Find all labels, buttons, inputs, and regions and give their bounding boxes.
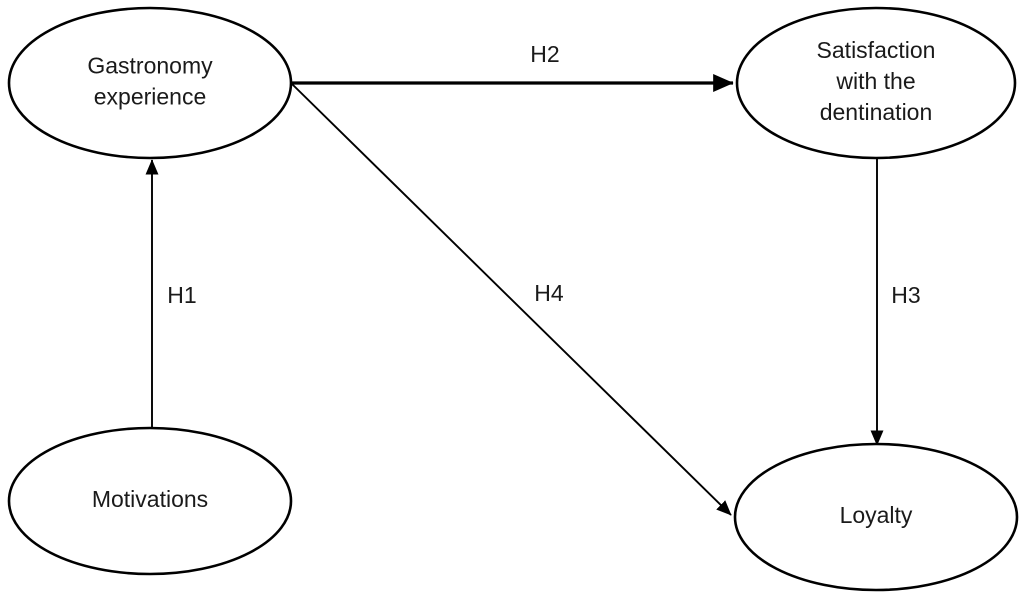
edge-h2-label: H2 <box>530 41 559 67</box>
edges-layer: H1 H2 H3 H4 <box>145 41 921 516</box>
node-motivations-shape[interactable] <box>7 426 293 576</box>
node-loyalty-shape[interactable] <box>733 442 1019 592</box>
node-satisfaction-with-the-dentination-shape[interactable] <box>735 6 1017 160</box>
edge-h2[interactable]: H2 <box>292 41 734 92</box>
node-gastronomy-experience-shape[interactable] <box>7 6 293 160</box>
edge-h1-label: H1 <box>167 282 196 308</box>
edge-h3-label: H3 <box>891 282 920 308</box>
edge-h4-label: H4 <box>534 280 564 306</box>
node-motivations[interactable]: Motivations <box>7 426 293 576</box>
node-motivations-label: Motivations <box>92 486 208 512</box>
edge-h4[interactable]: H4 <box>291 83 732 516</box>
edge-h3[interactable]: H3 <box>870 157 921 446</box>
node-loyalty[interactable]: Loyalty <box>733 442 1019 592</box>
edge-h1[interactable]: H1 <box>145 159 197 428</box>
edge-h4-line[interactable] <box>291 83 732 516</box>
node-loyalty-label: Loyalty <box>840 502 913 528</box>
